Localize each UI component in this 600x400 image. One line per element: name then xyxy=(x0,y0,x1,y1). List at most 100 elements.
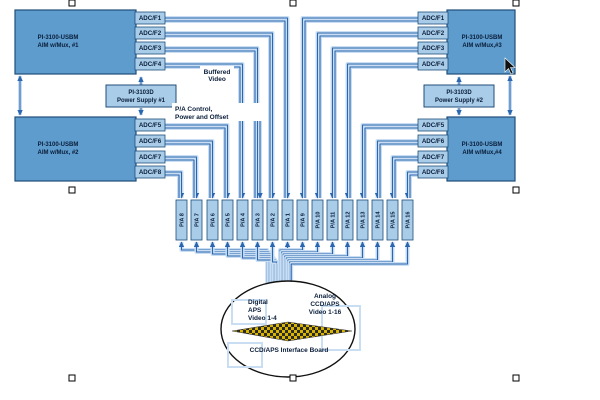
signal-wire xyxy=(165,32,276,199)
preamp-block-left-4[interactable]: P/A 5 xyxy=(221,199,234,241)
power-supply-2-label: Power Supply #2 xyxy=(435,98,484,104)
adc-channel-left-top-2[interactable]: ADC/F2 xyxy=(134,26,166,40)
signal-wire xyxy=(329,47,418,199)
power-supply-1[interactable]: PI-3103D Power Supply #1 xyxy=(105,84,177,108)
aim-module-1[interactable]: PI-3100-USBM AIM w/Mux, #1 xyxy=(14,9,137,75)
signal-wire xyxy=(359,124,418,199)
selection-handle-icon[interactable] xyxy=(512,0,520,7)
aim-module-2[interactable]: PI-3100-USBM AIM w/Mux, #2 xyxy=(14,116,137,182)
adc-channel-right-top-1[interactable]: ADC/F1 xyxy=(417,11,449,25)
adc-channel-label: ADC/F6 xyxy=(422,138,445,145)
adc-channel-left-bottom-4[interactable]: ADC/F8 xyxy=(134,165,166,179)
buffered-video-line2: Video xyxy=(208,76,226,83)
signal-wire xyxy=(165,35,271,198)
preamp-block-right-5[interactable]: P/A 13 xyxy=(356,199,369,241)
adc-channel-left-top-3[interactable]: ADC/F3 xyxy=(134,41,166,55)
adc-channel-right-bottom-3[interactable]: ADC/F7 xyxy=(417,150,449,164)
preamp-label: P/A 1 xyxy=(286,213,292,227)
aim-module-4-desc: AIM w/Mux,#4 xyxy=(462,150,502,156)
signal-wire xyxy=(379,143,418,198)
preamp-block-right-6[interactable]: P/A 14 xyxy=(371,199,384,241)
aim-module-1-desc: AIM w/Mux, #1 xyxy=(37,43,79,49)
adc-channel-right-bottom-1[interactable]: ADC/F5 xyxy=(417,118,449,132)
adc-channel-left-bottom-1[interactable]: ADC/F5 xyxy=(134,118,166,132)
selection-handle-icon[interactable] xyxy=(68,186,76,194)
preamp-block-right-3[interactable]: P/A 11 xyxy=(326,199,339,241)
preamp-block-right-1[interactable]: P/A 9 xyxy=(296,199,309,241)
adc-channel-label: ADC/F8 xyxy=(139,169,162,176)
preamp-block-right-7[interactable]: P/A 15 xyxy=(386,199,399,241)
preamp-label: P/A 12 xyxy=(346,212,352,229)
preamp-block-right-4[interactable]: P/A 12 xyxy=(341,199,354,241)
preamp-block-left-2[interactable]: P/A 7 xyxy=(190,199,203,241)
adc-channel-right-bottom-2[interactable]: ADC/F6 xyxy=(417,134,449,148)
preamp-block-left-7[interactable]: P/A 2 xyxy=(266,199,279,241)
signal-wire xyxy=(409,174,418,198)
aim-module-4[interactable]: PI-3100-USBM AIM w/Mux,#4 xyxy=(446,116,516,182)
selection-handle-icon[interactable] xyxy=(289,0,297,7)
aim-module-3[interactable]: PI-3100-USBM AIM w/Mux,#3 xyxy=(446,9,516,75)
preamp-label: P/A 10 xyxy=(316,212,322,229)
aim-module-3-desc: AIM w/Mux,#3 xyxy=(462,43,502,49)
adc-channel-right-top-3[interactable]: ADC/F3 xyxy=(417,41,449,55)
adc-channel-label: ADC/F1 xyxy=(139,15,162,22)
adc-channel-left-top-4[interactable]: ADC/F4 xyxy=(134,57,166,71)
preamp-label: P/A 4 xyxy=(241,212,247,227)
signal-wiring xyxy=(17,16,513,285)
signal-wire xyxy=(334,50,418,198)
signal-wire xyxy=(165,171,185,199)
signal-wire xyxy=(165,143,211,198)
selection-handle-icon[interactable] xyxy=(68,0,76,7)
signal-wire xyxy=(290,241,411,285)
preamp-block-right-8[interactable]: P/A 16 xyxy=(401,199,414,241)
preamp-block-left-5[interactable]: P/A 4 xyxy=(236,199,249,241)
preamp-label: P/A 11 xyxy=(331,212,337,229)
adc-channel-label: ADC/F4 xyxy=(139,61,162,68)
adc-channel-label: ADC/F7 xyxy=(139,154,162,161)
adc-channel-label: ADC/F2 xyxy=(422,30,445,37)
adc-channel-right-top-4[interactable]: ADC/F4 xyxy=(417,57,449,71)
adc-channel-label: ADC/F4 xyxy=(422,61,445,68)
board-label: CCD/APS Interface Board xyxy=(250,347,329,354)
aim-module-4-name: PI-3100-USBM xyxy=(462,142,503,148)
selection-handle-icon[interactable] xyxy=(68,374,76,382)
preamp-block-right-2[interactable]: P/A 10 xyxy=(311,199,324,241)
signal-wire xyxy=(304,20,418,198)
adc-channel-right-bottom-4[interactable]: ADC/F8 xyxy=(417,165,449,179)
adc-channel-left-bottom-3[interactable]: ADC/F7 xyxy=(134,150,166,164)
selection-handle-icon[interactable] xyxy=(512,186,520,194)
adc-channel-label: ADC/F1 xyxy=(422,15,445,22)
ccd-aps-interface-board[interactable]: Analog CCD/APS Video 1-16 Digital APS Vi… xyxy=(220,280,361,378)
sensor-chip-icon xyxy=(231,321,353,342)
buffered-video-note: Buffered Video xyxy=(200,66,234,84)
preamp-block-left-8[interactable]: P/A 1 xyxy=(281,199,294,241)
mouse-pointer-icon xyxy=(504,57,516,75)
preamp-label: P/A 7 xyxy=(195,213,201,227)
signal-wire xyxy=(165,20,286,198)
adc-channel-left-top-1[interactable]: ADC/F1 xyxy=(134,11,166,25)
adc-channel-label: ADC/F6 xyxy=(139,138,162,145)
signal-wire xyxy=(165,63,246,199)
digital-label-line3: Video 1-4 xyxy=(248,315,277,322)
preamp-block-left-6[interactable]: P/A 3 xyxy=(251,199,264,241)
adc-channel-right-top-2[interactable]: ADC/F2 xyxy=(417,26,449,40)
preamp-label: P/A 6 xyxy=(211,213,217,227)
power-supply-2-model: PI-3103D xyxy=(446,90,472,96)
preamp-block-left-1[interactable]: P/A 8 xyxy=(175,199,188,241)
analog-label-line2: CCD/APS xyxy=(310,301,340,308)
signal-wire xyxy=(165,17,291,199)
power-supply-2[interactable]: PI-3103D Power Supply #2 xyxy=(423,84,495,108)
pa-control-line1: P/A Control, xyxy=(175,106,213,113)
preamp-label: P/A 13 xyxy=(361,212,367,229)
preamp-label: P/A 5 xyxy=(226,213,232,227)
preamp-label: P/A 3 xyxy=(256,213,262,227)
preamp-block-left-3[interactable]: P/A 6 xyxy=(206,199,219,241)
selection-handle-icon[interactable] xyxy=(289,374,297,382)
selection-handle-icon[interactable] xyxy=(512,374,520,382)
adc-channel-left-bottom-2[interactable]: ADC/F6 xyxy=(134,134,166,148)
digital-label-line2: APS xyxy=(248,307,262,314)
power-supply-1-label: Power Supply #1 xyxy=(117,98,166,104)
